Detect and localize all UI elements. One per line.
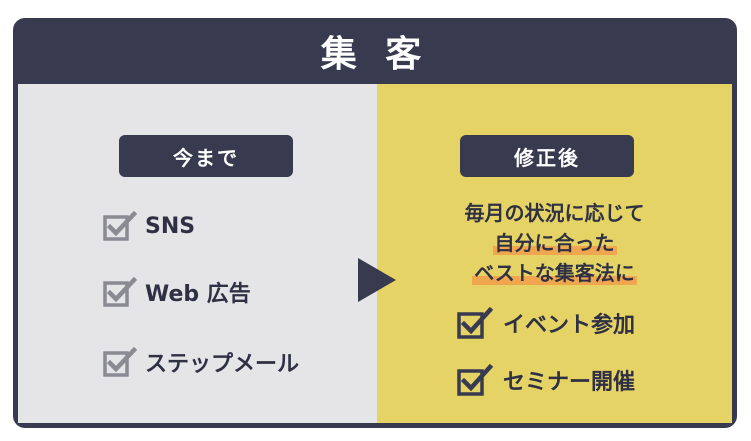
checkbox-checked-icon <box>103 277 137 307</box>
before-label: 今まで <box>119 135 293 177</box>
checkbox-checked-icon <box>103 211 137 241</box>
after-label: 修正後 <box>460 135 634 177</box>
list-item: SNS <box>103 211 195 241</box>
highlight-text: ベストな集客法に <box>472 261 637 285</box>
checkbox-checked-icon <box>457 307 493 339</box>
description-line-highlight: 自分に合った <box>377 230 732 256</box>
list-item: Web 広告 <box>103 276 251 308</box>
highlight-text: 自分に合った <box>492 231 617 255</box>
checkbox-checked-icon <box>457 364 493 396</box>
item-label: Web 広告 <box>145 282 251 307</box>
list-item: セミナー開催 <box>457 364 635 396</box>
card-title: 集 客 <box>320 34 430 75</box>
description-line: 毎月の状況に応じて <box>464 201 645 225</box>
item-label: セミナー開催 <box>503 370 636 395</box>
acquisition-card: 集 客 今まで SNS Web 広告 ステップメール 修正後 <box>13 18 737 428</box>
description-line-highlight: ベストな集客法に <box>377 260 732 286</box>
item-label: SNS <box>145 213 196 239</box>
triangle-right-icon <box>358 258 396 302</box>
after-panel: 修正後 毎月の状況に応じて 自分に合った ベストな集客法に イベント参加 セミナ… <box>377 84 732 423</box>
item-label: イベント参加 <box>503 313 636 338</box>
checkbox-checked-icon <box>103 347 137 377</box>
item-label: ステップメール <box>145 352 300 377</box>
list-item: ステップメール <box>103 346 299 378</box>
before-panel: 今まで SNS Web 広告 ステップメール <box>18 84 377 423</box>
list-item: イベント参加 <box>457 307 635 339</box>
